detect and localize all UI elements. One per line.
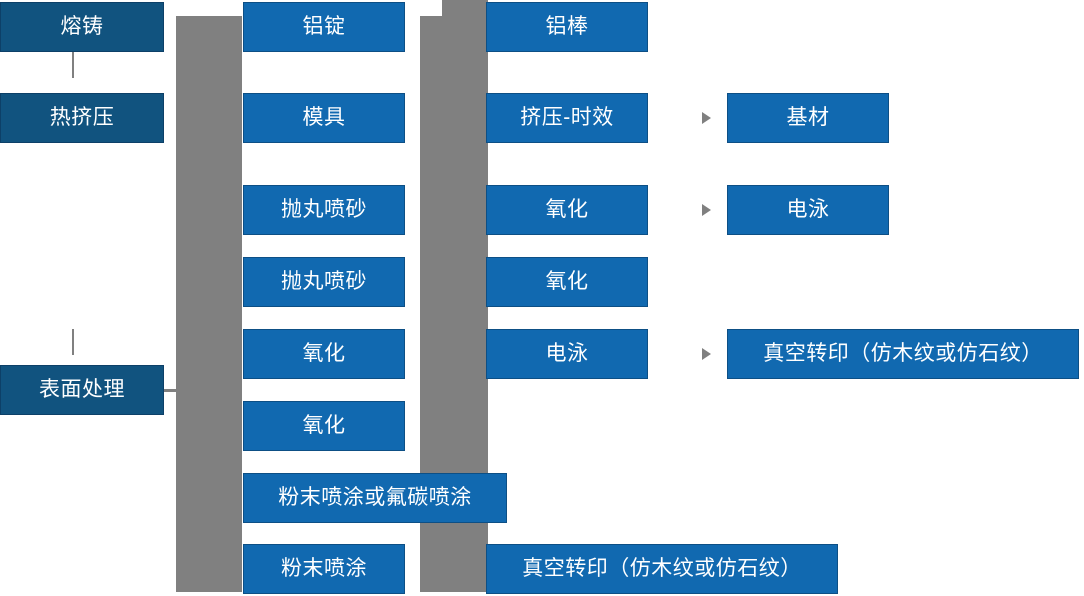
connector-stub-5 (424, 568, 486, 571)
stage-node-extrusion[interactable]: 热挤压 (0, 93, 164, 143)
arrow-to-electrophoresis (702, 204, 711, 216)
arrow-to-aluminum-ingot (222, 21, 231, 33)
arrow-to-shot-blast-1 (222, 204, 231, 216)
node-label: 抛丸喷砂 (281, 198, 367, 222)
arrow-to-oxidation-1 (222, 348, 231, 360)
stage-node-label: 熔铸 (60, 15, 104, 39)
spine-bar-middle (420, 16, 442, 592)
node-oxidation-col3-1[interactable]: 氧化 (486, 185, 648, 235)
node-electrophoresis-col3[interactable]: 电泳 (486, 329, 648, 379)
stage-node-surface-treatment[interactable]: 表面处理 (0, 365, 164, 415)
arrow-to-powder-coating-2 (222, 563, 231, 575)
tick-smelting (72, 52, 74, 78)
tick-surface (72, 329, 74, 355)
stage-node-label: 表面处理 (39, 378, 125, 402)
node-oxidation-col2-1[interactable]: 氧化 (243, 329, 405, 379)
node-vacuum-transfer-print-col4[interactable]: 真空转印（仿木纹或仿石纹） (727, 329, 1079, 379)
node-label: 电泳 (786, 198, 830, 222)
connector-surface-to-spine (164, 389, 184, 392)
node-label: 模具 (302, 106, 346, 130)
node-aluminum-bar[interactable]: 铝棒 (486, 2, 648, 52)
arrow-to-mold (222, 112, 231, 124)
node-substrate[interactable]: 基材 (727, 93, 889, 143)
node-label: 电泳 (545, 342, 589, 366)
node-label: 挤压-时效 (520, 106, 614, 130)
arrow-to-substrate (702, 112, 711, 124)
node-label: 氧化 (302, 342, 346, 366)
node-powder-or-fluorocarbon-coating[interactable]: 粉末喷涂或氟碳喷涂 (243, 473, 507, 523)
node-aluminum-ingot[interactable]: 铝锭 (243, 2, 405, 52)
arrow-to-powder-coating-1 (222, 492, 231, 504)
node-label: 铝棒 (545, 15, 589, 39)
connector-stub-3 (424, 280, 486, 283)
connector-stub-2 (424, 208, 486, 211)
node-label: 真空转印（仿木纹或仿石纹） (763, 342, 1043, 366)
node-electrophoresis-col4[interactable]: 电泳 (727, 185, 889, 235)
node-label: 铝锭 (302, 15, 346, 39)
arrow-to-shot-blast-2 (222, 276, 231, 288)
node-label: 粉末喷涂或氟碳喷涂 (278, 486, 472, 510)
arrow-to-oxidation-2 (222, 420, 231, 432)
node-label: 氧化 (545, 198, 589, 222)
node-shot-blast-1[interactable]: 抛丸喷砂 (243, 185, 405, 235)
node-label: 氧化 (545, 270, 589, 294)
node-label: 基材 (786, 106, 830, 130)
spine-bar-left (176, 16, 242, 592)
node-powder-coating[interactable]: 粉末喷涂 (243, 544, 405, 594)
node-label: 粉末喷涂 (281, 557, 367, 581)
stage-node-smelting[interactable]: 熔铸 (0, 2, 164, 52)
node-extrusion-aging[interactable]: 挤压-时效 (486, 93, 648, 143)
node-label: 真空转印（仿木纹或仿石纹） (522, 557, 802, 581)
node-label: 抛丸喷砂 (281, 270, 367, 294)
connector-stub-1 (424, 116, 486, 119)
node-vacuum-transfer-print-col3[interactable]: 真空转印（仿木纹或仿石纹） (486, 544, 838, 594)
connector-stub-4 (424, 352, 486, 355)
node-label: 氧化 (302, 414, 346, 438)
node-shot-blast-2[interactable]: 抛丸喷砂 (243, 257, 405, 307)
node-oxidation-col3-2[interactable]: 氧化 (486, 257, 648, 307)
node-oxidation-col2-2[interactable]: 氧化 (243, 401, 405, 451)
arrow-to-vacuum-transfer-print (702, 348, 711, 360)
stage-node-label: 热挤压 (49, 106, 115, 130)
node-mold[interactable]: 模具 (243, 93, 405, 143)
